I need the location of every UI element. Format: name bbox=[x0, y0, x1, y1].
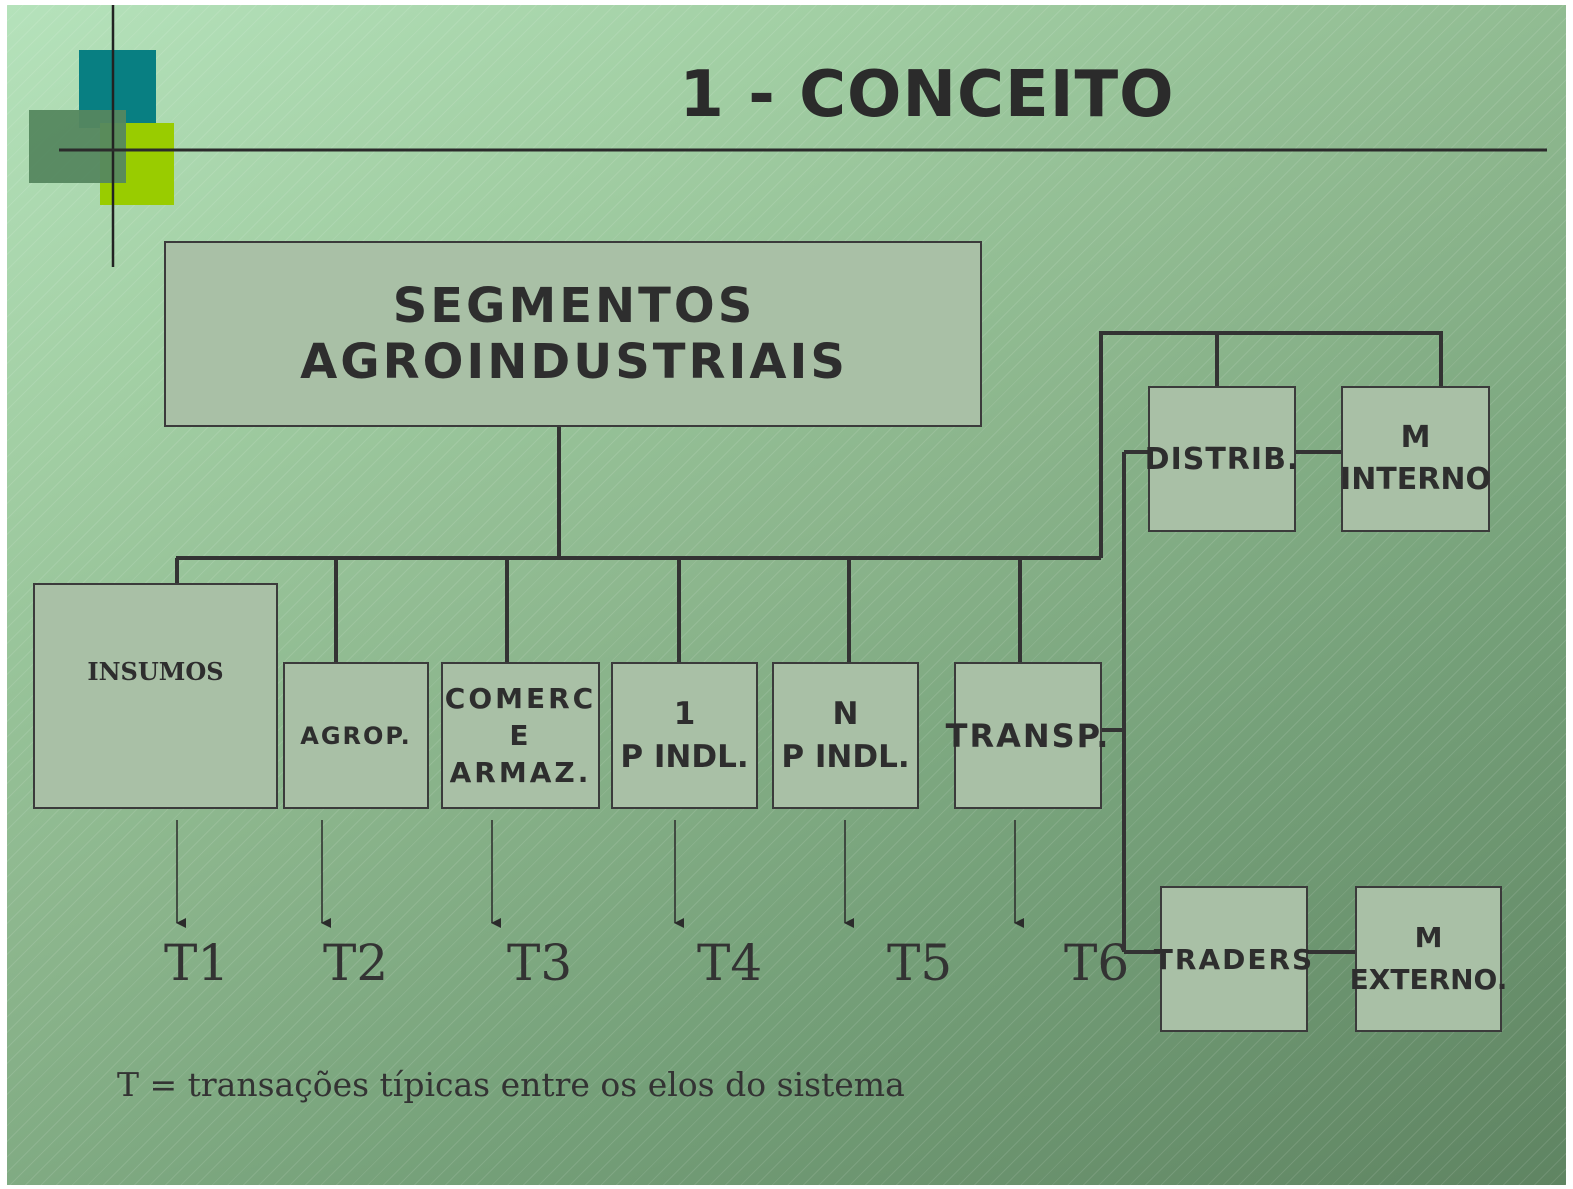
distrib-label: DISTRIB. bbox=[1144, 441, 1300, 477]
segment-agrop: AGROP. bbox=[283, 662, 429, 809]
segment-n-p-indl: N P INDL. bbox=[772, 662, 919, 809]
segment-label: COMERC E ARMAZ. bbox=[444, 682, 597, 789]
segment-insumos: INSUMOS bbox=[33, 583, 278, 809]
transaction-label: T3 bbox=[507, 934, 573, 992]
segment-label: TRANSP. bbox=[945, 716, 1111, 755]
connector-lines bbox=[59, 5, 1547, 954]
segmentos-label: SEGMENTOS AGROINDUSTRIAIS bbox=[300, 278, 848, 390]
segment-comerc: COMERC E ARMAZ. bbox=[441, 662, 600, 809]
transaction-label: T4 bbox=[697, 934, 763, 992]
segment-label: AGROP. bbox=[300, 721, 412, 750]
distrib-box: DISTRIB. bbox=[1145, 386, 1298, 532]
traders-label: TRADERS bbox=[1153, 942, 1315, 976]
tree-lines bbox=[175, 331, 1443, 954]
transaction-label: T6 bbox=[1064, 934, 1130, 992]
m-externo-box: M EXTERNO. bbox=[1350, 886, 1507, 1032]
transaction-arrows bbox=[176, 820, 1024, 928]
segment-label: N P INDL. bbox=[781, 695, 910, 775]
footnote: T = transações típicas entre os elos do … bbox=[117, 1065, 905, 1104]
m-interno-box: M INTERNO bbox=[1340, 386, 1491, 532]
page-title: 1 - CONCEITO bbox=[679, 58, 1175, 132]
transaction-label: T5 bbox=[887, 934, 953, 992]
deco-green-square bbox=[29, 110, 126, 183]
segment-label: 1 P INDL. bbox=[620, 695, 749, 775]
traders-box: TRADERS bbox=[1154, 886, 1312, 1032]
slide: 1 - CONCEITO SEGMENTOS AGROINDUSTRIAIS I… bbox=[7, 5, 1566, 1185]
segment-transp: TRANSP. bbox=[946, 662, 1108, 809]
segmentos-box: SEGMENTOS AGROINDUSTRIAIS bbox=[164, 241, 982, 427]
transaction-label: T1 bbox=[164, 934, 230, 992]
segment-1-p-indl: 1 P INDL. bbox=[611, 662, 758, 809]
m-interno-label: M INTERNO bbox=[1340, 420, 1491, 497]
transaction-label: T2 bbox=[323, 934, 389, 992]
segment-label: INSUMOS bbox=[87, 656, 224, 686]
m-externo-label: M EXTERNO. bbox=[1349, 921, 1508, 996]
